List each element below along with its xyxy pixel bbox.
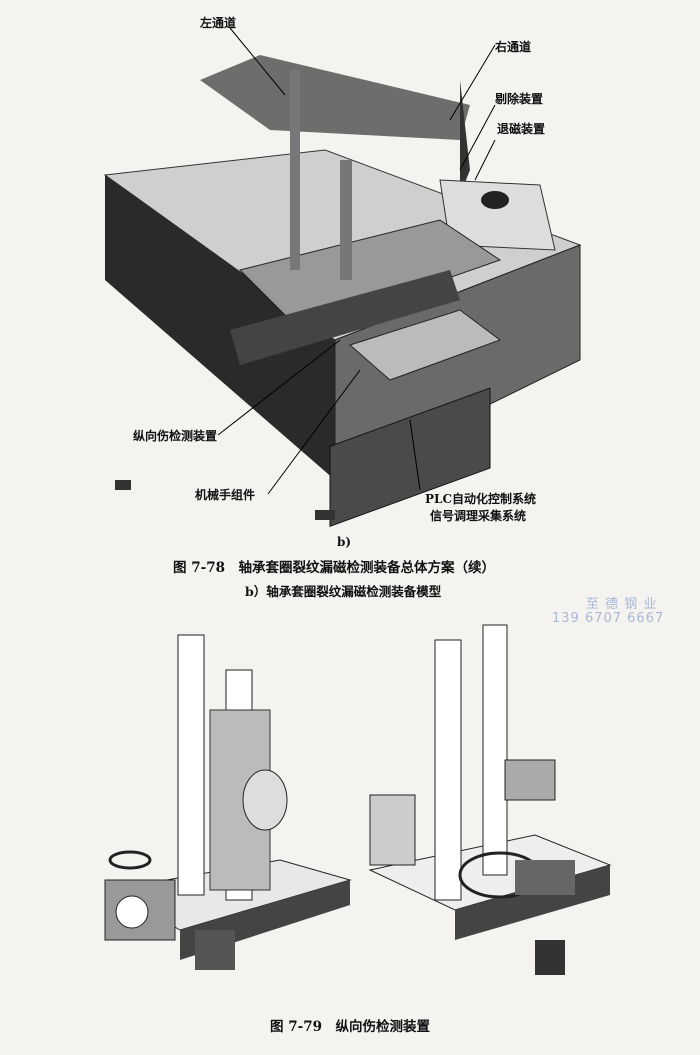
label-demag-device: 退磁装置 [497, 122, 546, 136]
label-left-channel: 左通道 [200, 16, 237, 30]
figure-caption-7-79: 图 7-79 纵向伤检测装置 [270, 1019, 430, 1035]
label-longitudinal-detector: 纵向伤检测装置 [133, 429, 218, 443]
label-plc-system: PLC自动化控制系统 [425, 492, 537, 506]
detector-view-right [368, 624, 612, 975]
detector-view-left [104, 634, 352, 970]
label-manipulator: 机械手组件 [195, 488, 256, 502]
watermark-name: 至 德 钢 业 [586, 597, 658, 612]
label-right-channel: 右通道 [495, 40, 532, 54]
label-reject-device: 剔除装置 [495, 92, 544, 106]
equipment-model-image [103, 27, 582, 527]
watermark-phone: 139 6707 6667 [552, 611, 665, 626]
figure-caption-7-78: 图 7-78 轴承套圈裂纹漏磁检测装备总体方案（续） [173, 560, 495, 576]
label-signal-system: 信号调理采集系统 [430, 509, 527, 523]
sub-label-b: b) [337, 535, 352, 549]
figure-subcaption: b）轴承套圈裂纹漏磁检测装备模型 [245, 584, 442, 599]
